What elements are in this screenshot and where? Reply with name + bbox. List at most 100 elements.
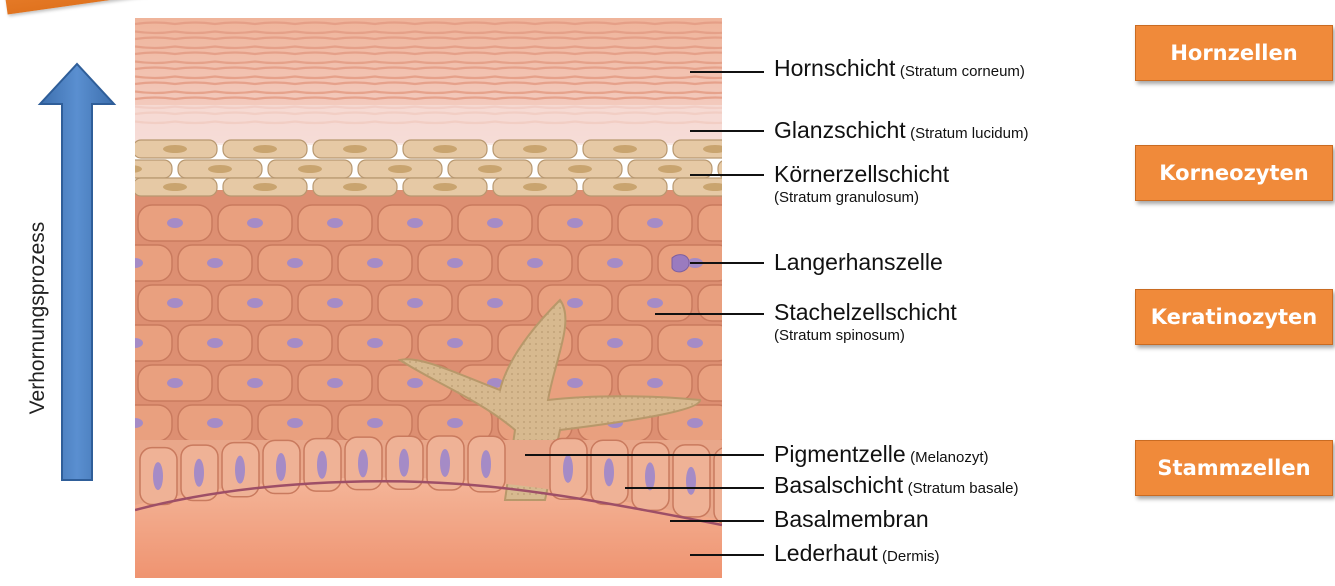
cell-nucleus	[447, 418, 463, 428]
keratinocyte	[698, 205, 772, 241]
basal-nucleus	[235, 456, 245, 484]
granule-nucleus	[253, 145, 277, 153]
label-sub: (Stratum spinosum)	[774, 328, 957, 345]
label-koernerzellschicht: Körnerzellschicht (Stratum granulosum)	[774, 162, 949, 207]
basal-nucleus	[399, 449, 409, 477]
cell-nucleus	[567, 378, 583, 388]
label-basalmembran: Basalmembran	[774, 507, 929, 532]
label-sub: (Dermis)	[882, 548, 940, 565]
cell-nucleus	[367, 338, 383, 348]
basal-nucleus	[563, 455, 573, 483]
granule-nucleus	[388, 165, 412, 173]
basal-nucleus	[645, 462, 655, 490]
granule-nucleus	[478, 165, 502, 173]
cell-nucleus	[447, 338, 463, 348]
cell-nucleus	[367, 258, 383, 268]
label-main: Basalschicht	[774, 472, 903, 498]
label-basalschicht: Basalschicht (Stratum basale)	[774, 473, 1018, 498]
cell-nucleus	[447, 258, 463, 268]
basal-nucleus	[358, 449, 368, 477]
cell-nucleus	[287, 258, 303, 268]
cell-nucleus	[327, 298, 343, 308]
cell-nucleus	[727, 298, 743, 308]
basal-nucleus	[604, 458, 614, 486]
label-main: Glanzschicht	[774, 117, 906, 143]
cell-nucleus	[127, 418, 143, 428]
cell-nucleus	[207, 418, 223, 428]
label-main: Lederhaut	[774, 540, 878, 566]
cell-nucleus	[367, 418, 383, 428]
basal-nucleus	[194, 459, 204, 487]
granule-nucleus	[163, 145, 187, 153]
granule-nucleus	[343, 145, 367, 153]
basal-nucleus	[481, 450, 491, 478]
label-main: Pigmentzelle	[774, 441, 906, 467]
cell-nucleus	[247, 378, 263, 388]
cell-nucleus	[247, 298, 263, 308]
cell-nucleus	[687, 418, 703, 428]
granule-nucleus	[343, 183, 367, 191]
label-glanzschicht: Glanzschicht (Stratum lucidum)	[774, 118, 1028, 143]
basal-nucleus	[276, 453, 286, 481]
granule-nucleus	[703, 145, 727, 153]
badge-keratinozyten: Keratinozyten	[1135, 289, 1333, 345]
label-main: Langerhanszelle	[774, 249, 943, 275]
cell-nucleus	[647, 298, 663, 308]
label-main: Basalmembran	[774, 506, 929, 532]
cell-nucleus	[407, 378, 423, 388]
basal-nucleus	[317, 451, 327, 479]
label-hornschicht: Hornschicht (Stratum corneum)	[774, 56, 1025, 81]
process-arrow	[40, 64, 114, 480]
cell-nucleus	[727, 218, 743, 228]
cell-nucleus	[247, 218, 263, 228]
granule-nucleus	[748, 165, 772, 173]
granule-nucleus	[613, 183, 637, 191]
cell-nucleus	[407, 218, 423, 228]
cell-nucleus	[487, 218, 503, 228]
basal-nucleus	[727, 472, 737, 500]
cell-nucleus	[647, 378, 663, 388]
granule-nucleus	[163, 183, 187, 191]
granulosum-cell	[88, 160, 172, 178]
cell-nucleus	[527, 258, 543, 268]
label-sub: (Stratum lucidum)	[910, 125, 1028, 142]
cell-nucleus	[207, 338, 223, 348]
keratinocyte	[698, 285, 772, 321]
label-main: Körnerzellschicht	[774, 161, 949, 187]
cell-nucleus	[567, 298, 583, 308]
label-lederhaut: Lederhaut (Dermis)	[774, 541, 940, 566]
cell-nucleus	[167, 218, 183, 228]
label-langerhanszelle: Langerhanszelle	[774, 250, 943, 275]
basal-nucleus	[440, 449, 450, 477]
granule-nucleus	[118, 165, 142, 173]
label-main: Stachelzellschicht	[774, 299, 957, 325]
cell-nucleus	[567, 218, 583, 228]
skin-illustration	[88, 18, 802, 580]
label-sub: (Melanozyt)	[910, 449, 988, 466]
badge-hornzellen: Hornzellen	[1135, 25, 1333, 81]
granule-nucleus	[253, 183, 277, 191]
cell-nucleus	[167, 378, 183, 388]
cell-nucleus	[127, 338, 143, 348]
granule-nucleus	[568, 165, 592, 173]
cell-nucleus	[647, 218, 663, 228]
granule-nucleus	[433, 183, 457, 191]
cell-nucleus	[407, 298, 423, 308]
badge-korneozyten: Korneozyten	[1135, 145, 1333, 201]
cell-nucleus	[127, 258, 143, 268]
cell-nucleus	[607, 338, 623, 348]
cell-nucleus	[607, 258, 623, 268]
keratinocyte	[698, 365, 772, 401]
granule-nucleus	[523, 145, 547, 153]
cell-nucleus	[687, 338, 703, 348]
basal-cell	[714, 447, 751, 523]
process-axis-label: Verhornungsprozess	[26, 222, 50, 415]
label-sub: (Stratum basale)	[908, 480, 1019, 497]
cell-nucleus	[327, 218, 343, 228]
granule-nucleus	[298, 165, 322, 173]
label-main: Hornschicht	[774, 55, 895, 81]
label-stachelzellschicht: Stachelzellschicht (Stratum spinosum)	[774, 300, 957, 345]
cell-nucleus	[287, 338, 303, 348]
langerhans-cell	[672, 255, 689, 272]
